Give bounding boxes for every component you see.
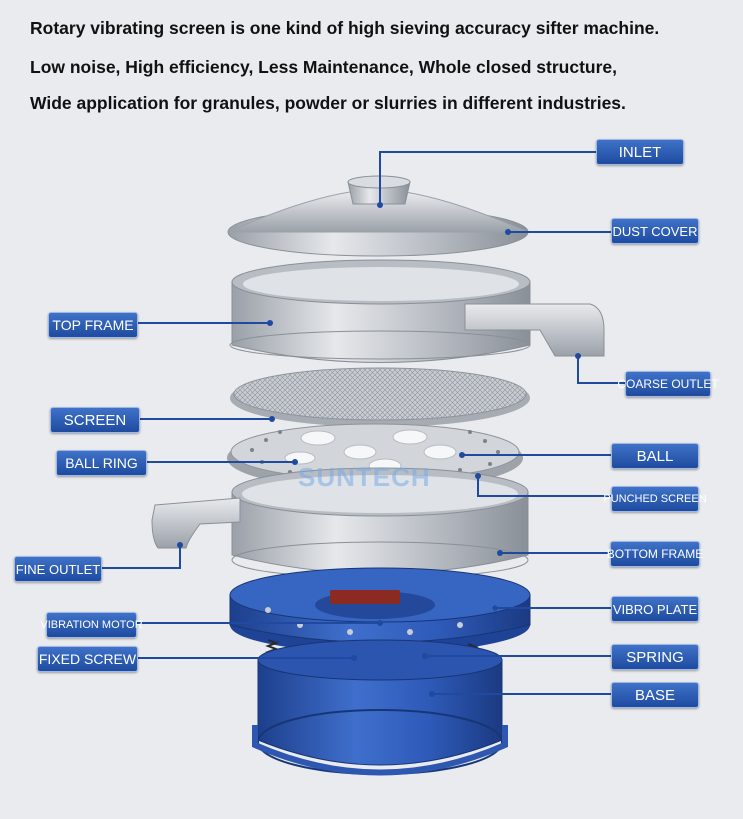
label-vibration-motor: VIBRATION MOTOR	[40, 612, 143, 638]
leader-coarse-outlet	[577, 356, 626, 384]
label-punched-screen: PUNCHED SCREEN	[603, 486, 707, 512]
label-base: BASE	[611, 682, 699, 708]
label-vibro-plate: VIBRO PLATE	[611, 596, 699, 622]
label-spring: SPRING	[611, 644, 699, 670]
bottom-frame-part	[151, 467, 529, 579]
label-fine-outlet: FINE OUTLET	[14, 556, 102, 582]
label-ball: BALL	[611, 443, 699, 469]
label-fixed-screw: FIXED SCREW	[37, 646, 138, 672]
base-part	[252, 639, 508, 776]
vibro-plate-part	[229, 567, 531, 653]
label-coarse-outlet: COARSE OUTLET	[617, 371, 719, 397]
headline-3: Wide application for granules, powder or…	[30, 93, 626, 113]
dust-cover-part	[227, 175, 529, 257]
label-top-frame: TOP FRAME	[48, 312, 138, 338]
watermark: SUNTECH	[298, 462, 431, 492]
screen-mesh-part	[230, 367, 530, 427]
label-inlet: INLET	[596, 139, 684, 165]
leader-inlet	[379, 151, 597, 205]
leader-lines	[100, 151, 626, 695]
label-ball-ring: BALL RING	[56, 450, 147, 476]
label-screen: SCREEN	[50, 407, 140, 433]
label-dust-cover: DUST COVER	[611, 218, 699, 244]
leader-fine-outlet	[100, 545, 181, 569]
headline-1: Rotary vibrating screen is one kind of h…	[30, 18, 660, 38]
leader-dots	[177, 202, 581, 697]
headline-2: Low noise, High efficiency, Less Mainten…	[30, 57, 618, 77]
leader-punched-screen	[477, 476, 612, 497]
top-frame-part	[229, 259, 605, 363]
label-bottom-frame: BOTTOM FRAME	[607, 541, 703, 567]
